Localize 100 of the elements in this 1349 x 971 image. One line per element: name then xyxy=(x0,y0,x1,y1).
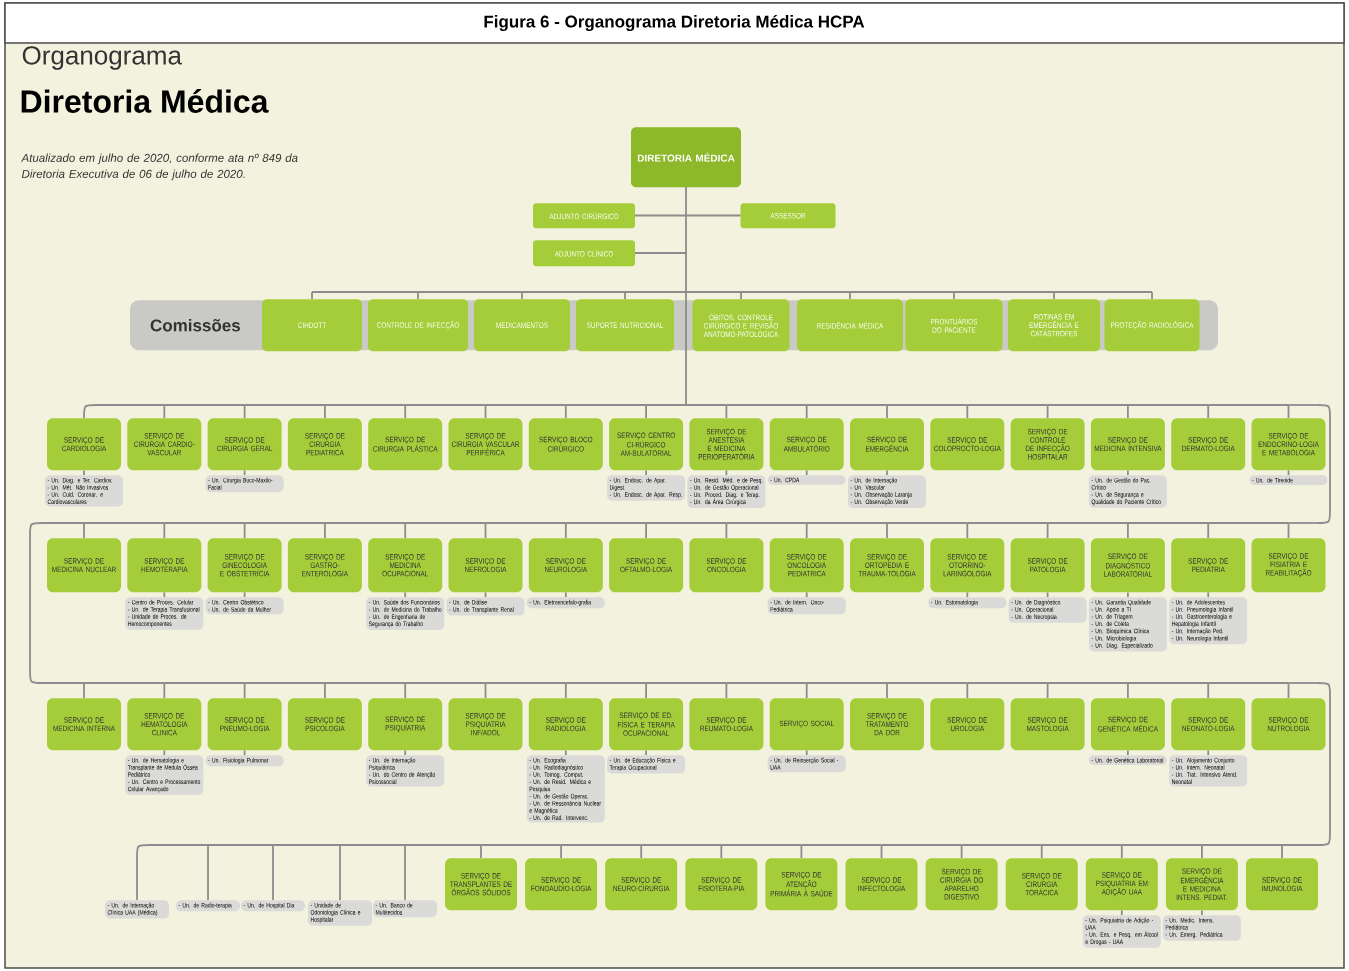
connector-line xyxy=(640,844,723,846)
connector-line xyxy=(1127,591,1129,598)
connector-line xyxy=(480,844,482,859)
connector-line xyxy=(1046,682,1129,684)
connector-line xyxy=(83,469,85,476)
connector-line xyxy=(1040,844,1043,859)
connector-line xyxy=(805,404,888,406)
connector-line xyxy=(886,469,888,476)
connector-line xyxy=(339,844,406,846)
connector-line xyxy=(1281,844,1319,846)
connector-line xyxy=(725,404,728,419)
connector-line xyxy=(805,522,808,539)
connector-line xyxy=(484,591,487,598)
connector-line xyxy=(685,252,687,293)
connector-line xyxy=(324,404,407,406)
connector-line xyxy=(886,682,888,699)
connector-line xyxy=(1287,404,1290,419)
title-bar: Figura 6 - Organograma Diretoria Médica HCPA xyxy=(4,2,1345,44)
connector-line xyxy=(404,404,407,419)
connector-line xyxy=(163,522,246,524)
connector-line xyxy=(1127,522,1210,524)
connector-line xyxy=(163,682,166,699)
connector-line xyxy=(880,844,963,846)
connector-line xyxy=(1207,682,1290,684)
connector-line xyxy=(805,404,808,419)
connector-line xyxy=(725,682,728,699)
connector-line xyxy=(243,404,246,419)
main-heading: Diretoria Médica xyxy=(21,89,269,113)
connector-line xyxy=(800,844,803,859)
connector-line xyxy=(640,844,643,859)
connector-line xyxy=(29,670,43,684)
connector-line xyxy=(1287,469,1290,476)
connector-line xyxy=(484,522,487,539)
connector-line xyxy=(720,844,723,859)
connector-line xyxy=(324,682,326,699)
connector-line xyxy=(960,844,1043,846)
connector-line xyxy=(243,469,246,476)
connector-line xyxy=(1207,522,1210,539)
connector-line xyxy=(960,844,963,859)
connector-line xyxy=(886,404,969,406)
connector-line xyxy=(404,682,407,699)
connector-line xyxy=(740,291,851,293)
connector-line xyxy=(966,591,969,598)
connector-line xyxy=(1287,404,1319,406)
connector-line xyxy=(805,749,808,756)
connector-line xyxy=(163,591,166,598)
connector-line xyxy=(243,522,326,524)
connector-line xyxy=(404,844,406,901)
connector-line xyxy=(163,404,246,406)
connector-line xyxy=(624,291,687,293)
connector-line xyxy=(484,404,567,406)
connector-line xyxy=(272,844,274,901)
connector-line xyxy=(725,404,808,406)
connector-line xyxy=(404,522,407,539)
connector-line xyxy=(404,522,487,524)
connector-line xyxy=(805,682,808,699)
connector-line xyxy=(880,844,883,859)
connector-line xyxy=(886,682,969,684)
connector-line xyxy=(564,522,647,524)
connector-line xyxy=(564,682,647,684)
connector-line xyxy=(1207,591,1210,598)
connector-line xyxy=(966,404,1049,406)
connector-line xyxy=(645,682,647,699)
connector-line xyxy=(243,404,326,406)
connector-line xyxy=(404,404,487,406)
connector-line xyxy=(725,522,728,539)
connector-line xyxy=(404,844,482,846)
connector-line xyxy=(1046,404,1049,419)
connector-line xyxy=(800,844,883,846)
connector-line xyxy=(953,291,955,300)
connector-line xyxy=(966,404,969,419)
connector-line xyxy=(560,844,643,846)
connector-line xyxy=(1053,291,1153,293)
connector-line xyxy=(564,404,647,406)
connector-line xyxy=(404,749,407,756)
connector-line xyxy=(1127,522,1129,539)
connector-line xyxy=(207,844,209,901)
connector-line xyxy=(953,291,1055,293)
connector-line xyxy=(163,682,246,684)
connector-line xyxy=(645,404,687,406)
connector-line xyxy=(849,291,851,300)
connector-line xyxy=(1046,404,1129,406)
connector-line xyxy=(83,682,85,699)
connector-line xyxy=(1046,522,1129,524)
connector-line xyxy=(29,522,43,536)
connector-line xyxy=(966,522,1049,524)
connector-line xyxy=(484,682,567,684)
connector-line xyxy=(1127,682,1129,699)
connector-line xyxy=(243,522,246,539)
connector-line xyxy=(1201,844,1203,859)
connector-line xyxy=(339,844,341,901)
connector-line xyxy=(521,291,523,300)
connector-line xyxy=(685,291,687,406)
connector-line xyxy=(1151,291,1153,300)
connector-line xyxy=(1317,682,1331,696)
connector-line xyxy=(645,749,647,756)
connector-line xyxy=(1046,682,1049,699)
connector-line xyxy=(1127,749,1129,756)
connector-line xyxy=(886,522,969,524)
connector-line xyxy=(404,591,407,598)
